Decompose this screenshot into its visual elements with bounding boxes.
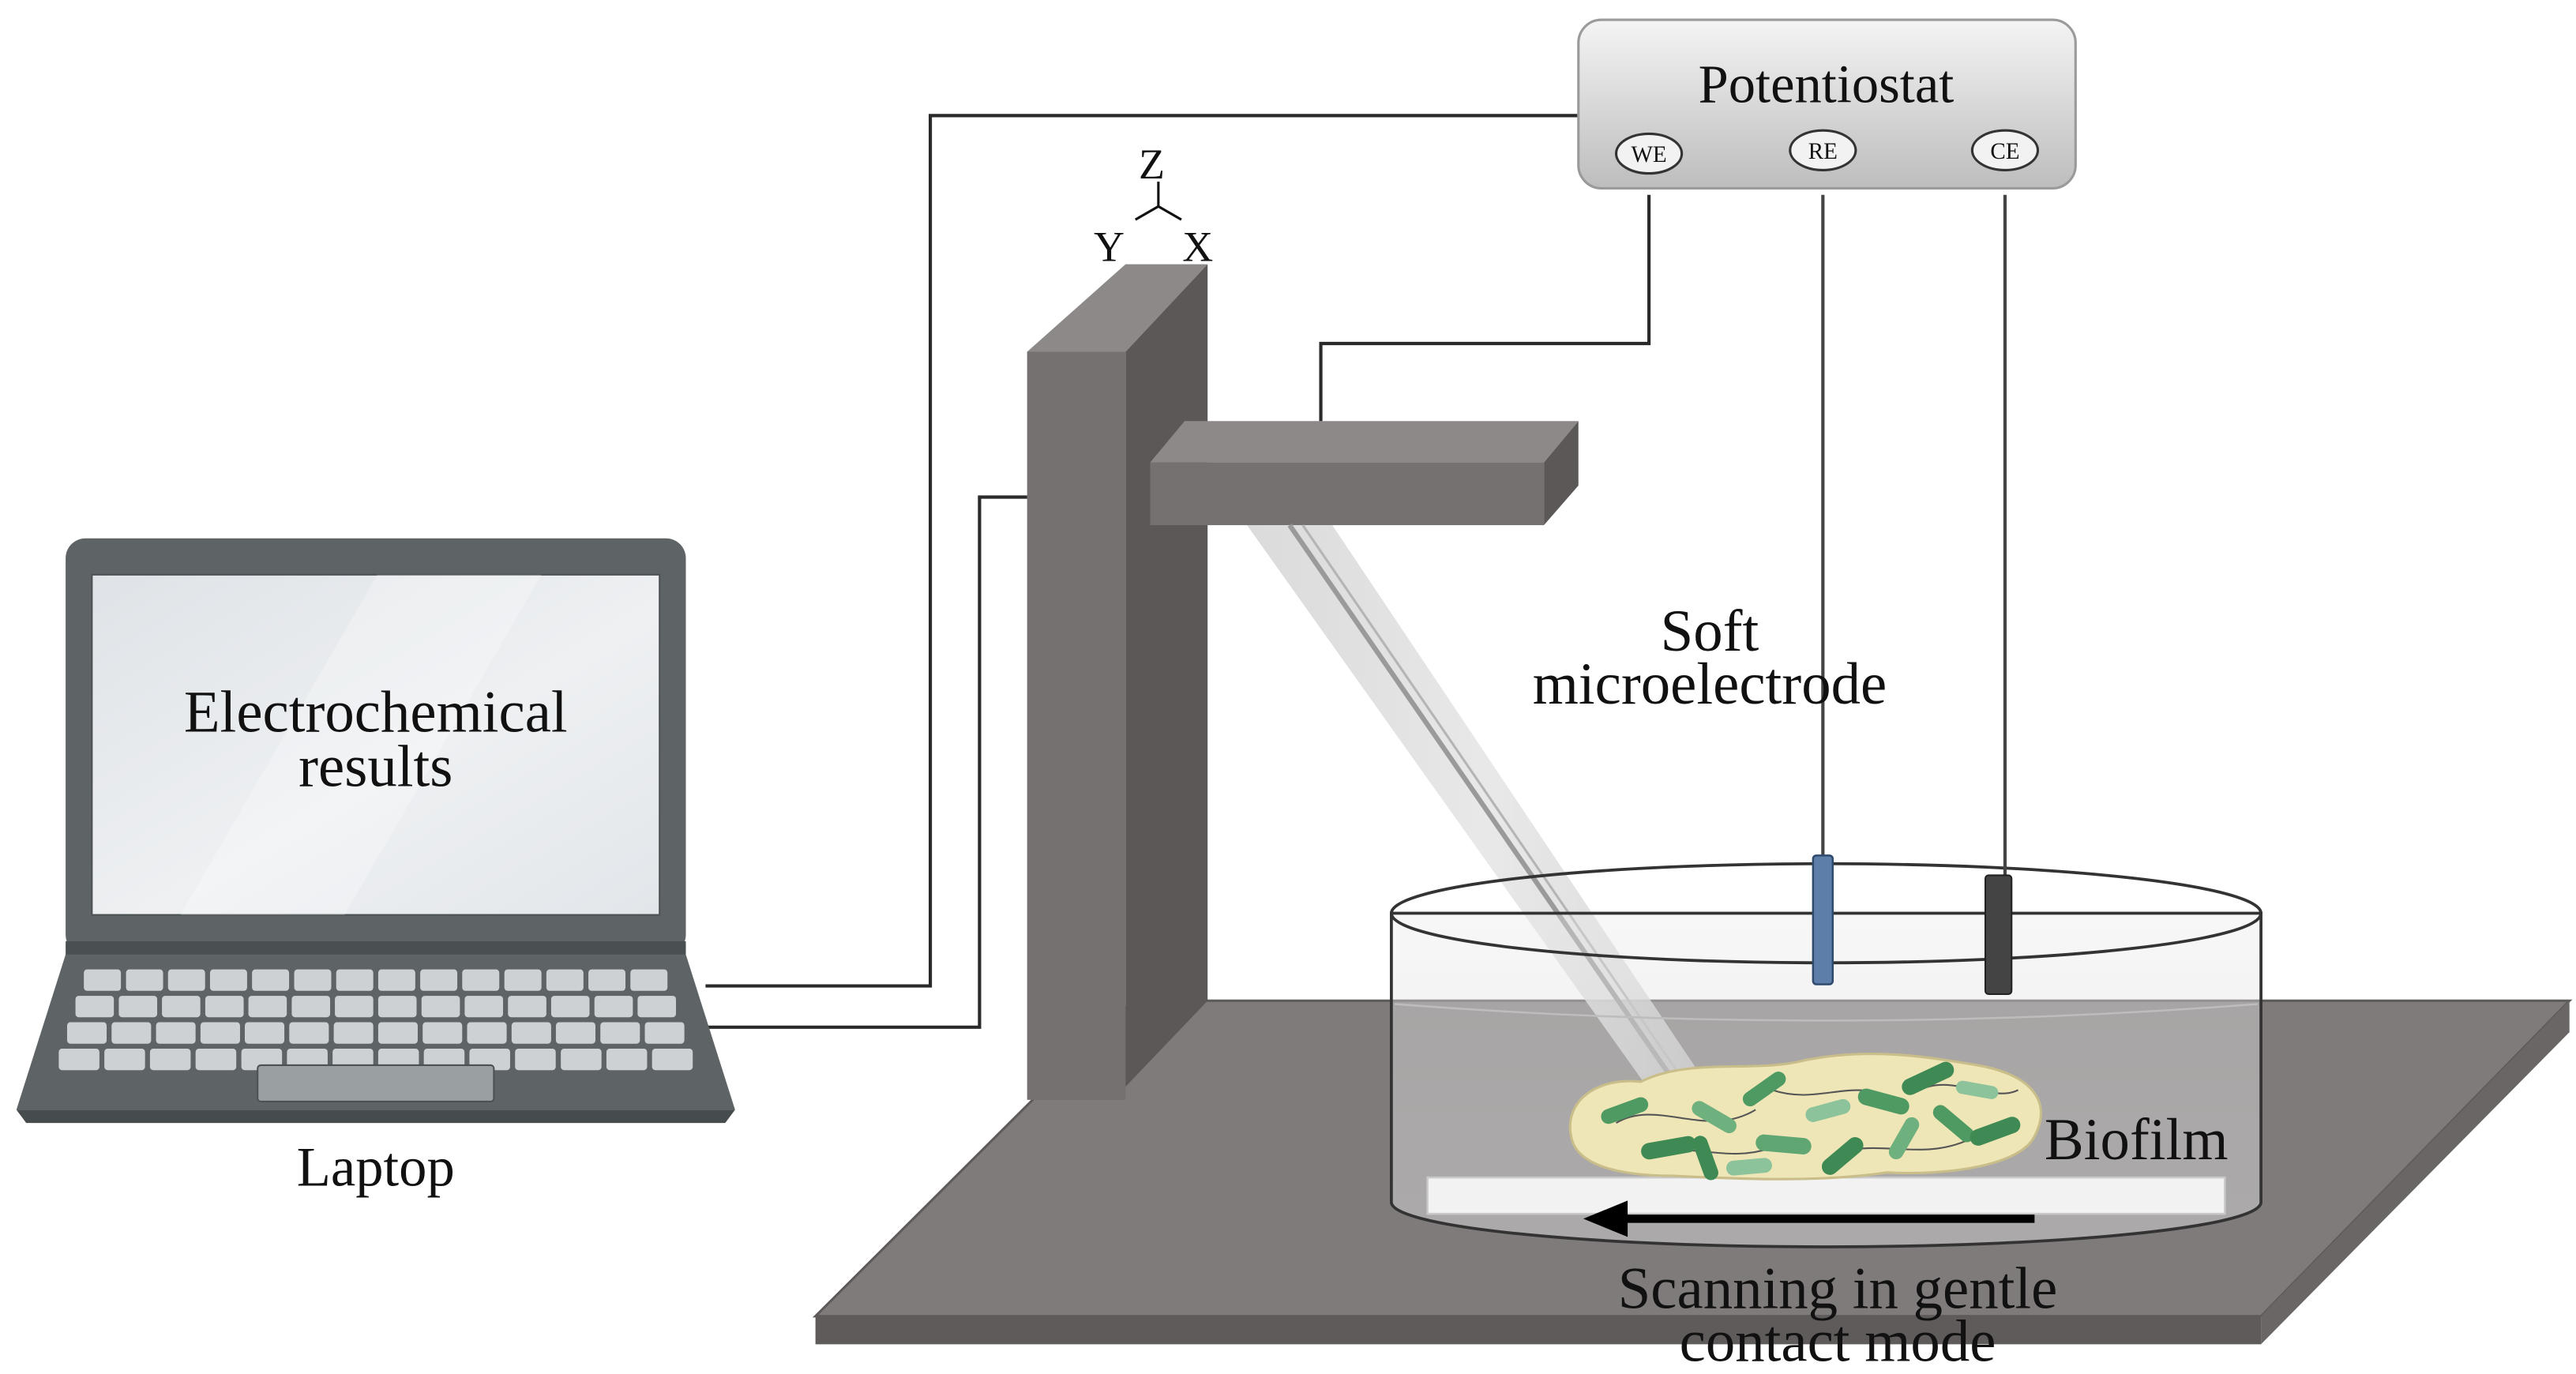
keyboard-key xyxy=(335,996,374,1018)
keyboard-key xyxy=(594,996,633,1018)
microelectrode-label-line1: Soft xyxy=(1661,599,1759,664)
biofilm-label: Biofilm xyxy=(2045,1107,2229,1173)
keyboard-key xyxy=(248,996,287,1018)
keyboard-key xyxy=(244,1022,285,1044)
keyboard-key xyxy=(209,969,247,991)
keyboard-key xyxy=(464,996,504,1018)
keyboard-key xyxy=(515,1049,556,1071)
keyboard-key xyxy=(289,1022,329,1044)
keyboard-key xyxy=(422,1022,463,1044)
potentiostat: Potentiostat WE RE CE xyxy=(1577,18,2077,190)
keyboard-key xyxy=(504,969,542,991)
keyboard-key xyxy=(195,1049,237,1071)
keyboard-key xyxy=(84,969,122,991)
laptop-screen-line1: Electrochemical xyxy=(184,679,568,745)
keyboard-key xyxy=(162,996,201,1018)
keyboard-key xyxy=(336,969,374,991)
keyboard-key xyxy=(555,1022,595,1044)
keyboard-key xyxy=(546,969,584,991)
keyboard-key xyxy=(606,1049,648,1071)
wires xyxy=(705,114,1651,1029)
keyboard-key xyxy=(550,996,590,1018)
terminal-ce-label: CE xyxy=(1990,139,2019,164)
keyboard-key xyxy=(75,996,115,1018)
bacteria-cluster xyxy=(1601,1061,2021,1181)
keyboard-key xyxy=(333,1022,374,1044)
terminal-ce: CE xyxy=(1970,129,2040,171)
axes-indicator: Z Y X xyxy=(1094,141,1213,271)
keyboard-key xyxy=(104,1049,145,1071)
counter-electrode xyxy=(1984,194,2013,996)
keyboard-key xyxy=(200,1022,240,1044)
keyboard-key xyxy=(377,996,417,1018)
keyboard-key xyxy=(420,969,458,991)
terminal-re-label: RE xyxy=(1808,139,1838,164)
scan-direction-arrow xyxy=(1583,1200,2035,1237)
keyboard-key xyxy=(508,996,546,1018)
keyboard-key xyxy=(291,996,331,1018)
reference-electrode xyxy=(1812,194,1834,985)
keyboard-key xyxy=(630,969,668,991)
keyboard-key xyxy=(652,1049,693,1071)
keyboard-key xyxy=(467,1022,507,1044)
scanning-label-line2: contact mode xyxy=(1680,1308,1996,1374)
keyboard-key xyxy=(421,996,460,1018)
laptop: Electrochemical results Laptop xyxy=(16,538,735,1199)
keyboard-key xyxy=(167,969,205,991)
stand-column xyxy=(1027,264,1208,1100)
terminal-we-label: WE xyxy=(1631,142,1666,167)
keyboard-key xyxy=(205,996,244,1018)
microelectrode-label-line2: microelectrode xyxy=(1533,651,1887,717)
keyboard-key xyxy=(600,1022,640,1044)
keyboard-key xyxy=(118,996,158,1018)
keyboard-key xyxy=(644,1022,685,1044)
terminal-we: WE xyxy=(1614,132,1684,175)
laptop-screen-line2: results xyxy=(299,734,452,799)
keyboard-key xyxy=(462,969,500,991)
laptop-keyboard xyxy=(58,969,693,1071)
keyboard-key xyxy=(511,1022,551,1044)
axis-y-label: Y xyxy=(1094,223,1125,270)
potentiostat-title: Potentiostat xyxy=(1699,54,1955,114)
keyboard-key xyxy=(377,1022,418,1044)
keyboard-key xyxy=(111,1022,152,1044)
keyboard-key xyxy=(588,969,626,991)
keyboard-key xyxy=(149,1049,191,1071)
biofilm xyxy=(1568,1052,2042,1181)
keyboard-key xyxy=(294,969,332,991)
terminal-re: RE xyxy=(1789,129,1857,171)
stand-arm xyxy=(1150,421,1579,526)
axis-x-label: X xyxy=(1182,223,1213,270)
laptop-caption: Laptop xyxy=(297,1136,455,1198)
keyboard-key xyxy=(58,1049,100,1071)
keyboard-key xyxy=(156,1022,196,1044)
scanning-label-line1: Scanning in gentle xyxy=(1618,1256,2058,1321)
keyboard-key xyxy=(561,1049,602,1071)
keyboard-key xyxy=(637,996,677,1018)
keyboard-key xyxy=(252,969,290,991)
axis-z-label: Z xyxy=(1139,141,1165,188)
keyboard-key xyxy=(66,1022,107,1044)
keyboard-key xyxy=(126,969,163,991)
keyboard-key xyxy=(377,969,415,991)
